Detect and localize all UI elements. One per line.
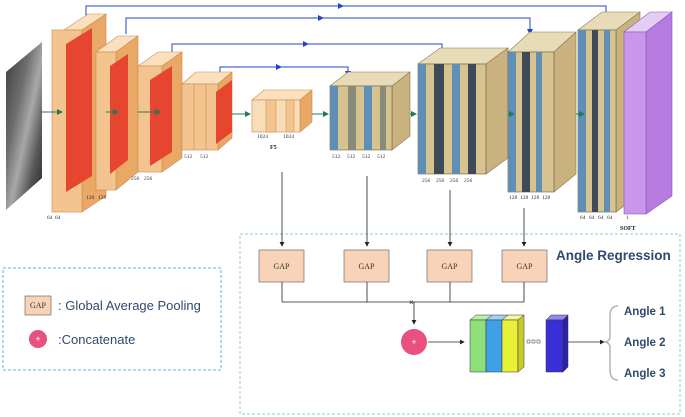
- enc1-label-b: 64: [55, 215, 61, 221]
- decoder-block-2: [417, 47, 509, 175]
- svg-text:256: 256: [464, 178, 473, 184]
- svg-text:64: 64: [580, 215, 586, 221]
- svg-text:×: ×: [409, 298, 414, 307]
- svg-text:256: 256: [450, 178, 459, 184]
- legend-gap-swatch: [24, 295, 52, 316]
- gap-block-4: [501, 249, 548, 283]
- fc-layers: [469, 314, 569, 373]
- merge-lines: [281, 282, 605, 345]
- gap-block-3: [426, 249, 473, 283]
- svg-text:256: 256: [436, 178, 445, 184]
- angle-regression-region: [239, 233, 681, 415]
- enc3-label-a: 256: [131, 176, 140, 182]
- angle-2: Angle 2: [624, 337, 666, 349]
- bottleneck-block: [251, 89, 313, 133]
- svg-text:64: 64: [589, 215, 595, 221]
- angles-brace: [603, 305, 619, 381]
- concatenate-symbol: +: [411, 337, 416, 347]
- decoder-block-1: [329, 71, 411, 151]
- gap-block-1: [258, 249, 305, 283]
- decoder-block-3: [507, 31, 577, 193]
- svg-text:64: 64: [607, 215, 613, 221]
- enc1-label-a: 64: [47, 215, 53, 221]
- svg-text:128: 128: [542, 195, 551, 201]
- output-label: SOFT: [620, 226, 636, 232]
- svg-text:128: 128: [531, 195, 540, 201]
- legend-concat-symbol: +: [35, 334, 40, 344]
- encoder-labels: 64 64 128 128 256 256 512 512 1024 1024 …: [47, 134, 294, 221]
- svg-text:128: 128: [509, 195, 518, 201]
- gap-blocks: GAP GAP GAP GAP: [258, 249, 548, 283]
- svg-text:512: 512: [347, 154, 356, 160]
- enc4-label-b: 512: [200, 154, 209, 160]
- svg-text:512: 512: [362, 154, 371, 160]
- regression-title: Angle Regression: [556, 248, 671, 263]
- skip-arrowheads-mid: [276, 3, 344, 70]
- encoder-block-1: [51, 13, 107, 213]
- encoder-block-4: [181, 71, 233, 151]
- encoder-block-3: [137, 51, 183, 173]
- legend-gap-symbol: GAP: [30, 301, 47, 310]
- svg-text:128: 128: [520, 195, 529, 201]
- softmax-output-block: [623, 11, 673, 215]
- gap-block-2: [343, 249, 390, 283]
- legend-concat-text: :Concatenate: [58, 332, 135, 347]
- bottleneck-name: F5: [270, 145, 277, 151]
- decoder-labels: 512 512 512 512 256 256 256 256 128 128 …: [332, 154, 636, 232]
- svg-text:512: 512: [377, 154, 386, 160]
- legend-gap-text: : Global Average Pooling: [58, 298, 201, 313]
- gap-feed-lines: [279, 172, 527, 247]
- svg-text:GAP: GAP: [441, 262, 458, 271]
- svg-text:512: 512: [332, 154, 341, 160]
- enc3-label-b: 256: [144, 176, 153, 182]
- legend-box: [2, 267, 222, 371]
- svg-text:256: 256: [422, 178, 431, 184]
- enc4-label-a: 512: [184, 154, 193, 160]
- input-image: [6, 42, 42, 210]
- angle-3: Angle 3: [624, 368, 666, 380]
- bottleneck-label-a: 1024: [257, 134, 268, 140]
- svg-text:GAP: GAP: [516, 262, 533, 271]
- svg-text:GAP: GAP: [273, 262, 290, 271]
- legend-concat-swatch: [29, 330, 47, 348]
- encoder-block-2: [95, 35, 139, 191]
- angle-1: Angle 1: [624, 306, 666, 318]
- svg-text:64: 64: [598, 215, 604, 221]
- output-channels: 1: [626, 215, 629, 221]
- decoder-block-4: [577, 11, 641, 213]
- enc2-label-b: 128: [98, 195, 107, 201]
- enc2-label-a: 128: [86, 195, 95, 201]
- svg-text:GAP: GAP: [358, 262, 375, 271]
- flow-arrows: [40, 109, 585, 117]
- bottleneck-label-b: 1024: [283, 134, 294, 140]
- concatenate-node: [401, 329, 427, 355]
